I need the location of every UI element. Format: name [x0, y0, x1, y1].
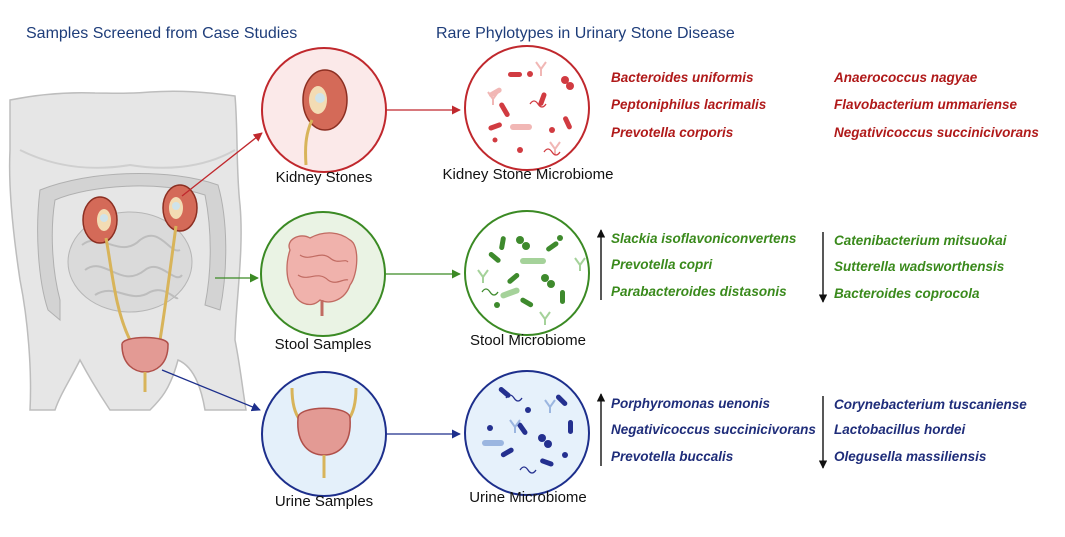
stool-taxon-up: Prevotella copri: [611, 257, 713, 272]
kidney-microbiome-circle: [464, 45, 590, 171]
right-header: Rare Phylotypes in Urinary Stone Disease: [436, 25, 735, 42]
stool-sample-circle: [260, 211, 386, 337]
kidney-sample-label: Kidney Stones: [275, 169, 373, 186]
arrow-kidney-sample: [181, 132, 263, 197]
urine-taxon-up: Prevotella buccalis: [611, 449, 734, 464]
kidney-taxon: Anaerococcus nagyae: [834, 70, 978, 85]
kidney-taxon: Prevotella corporis: [611, 125, 734, 140]
left-header: Samples Screened from Case Studies: [26, 25, 298, 42]
urine-taxon-up: Negativicoccus succinicivorans: [611, 422, 816, 437]
kidney-taxon: Flavobacterium ummariense: [834, 97, 1018, 112]
kidney-microbiome-label: Kidney Stone Microbiome: [442, 166, 614, 183]
urine-taxon-down: Olegusella massiliensis: [834, 449, 987, 464]
stool-microbiome-circle: [464, 210, 590, 336]
torso-illustration: [8, 90, 247, 411]
urine-taxon-down: Corynebacterium tuscaniense: [834, 397, 1027, 412]
stool-taxon-down: Bacteroides coprocola: [834, 286, 980, 301]
stool-taxon-up: Slackia isoflavoniconvertens: [611, 231, 797, 246]
urine-taxon-down: Lactobacillus hordei: [834, 422, 966, 437]
stool-taxon-up: Parabacteroides distasonis: [611, 284, 787, 299]
urine-microbiome-circle: [464, 370, 590, 496]
urine-sample-label: Urine Samples: [274, 493, 374, 510]
bladder-icon: [121, 336, 169, 392]
urine-microbiome-label: Urine Microbiome: [469, 489, 587, 506]
urine-taxon-up: Porphyromonas uenonis: [611, 396, 771, 411]
kidney-taxon: Bacteroides uniformis: [611, 70, 754, 85]
kidney-sample-circle: [261, 47, 387, 173]
stool-microbiome-label: Stool Microbiome: [470, 332, 586, 349]
right-kidney-icon: [162, 184, 198, 232]
stool-taxon-down: Catenibacterium mitsuokai: [834, 233, 1007, 248]
stool-taxon-down: Sutterella wadsworthensis: [834, 259, 1005, 274]
kidney-taxon: Negativicoccus succinicivorans: [834, 125, 1039, 140]
kidney-taxon: Peptoniphilus lacrimalis: [611, 97, 767, 112]
arrow-urine-sample: [161, 369, 261, 412]
urine-sample-circle: [261, 371, 387, 497]
stool-sample-label: Stool Samples: [274, 336, 372, 353]
left-kidney-icon: [82, 196, 118, 244]
